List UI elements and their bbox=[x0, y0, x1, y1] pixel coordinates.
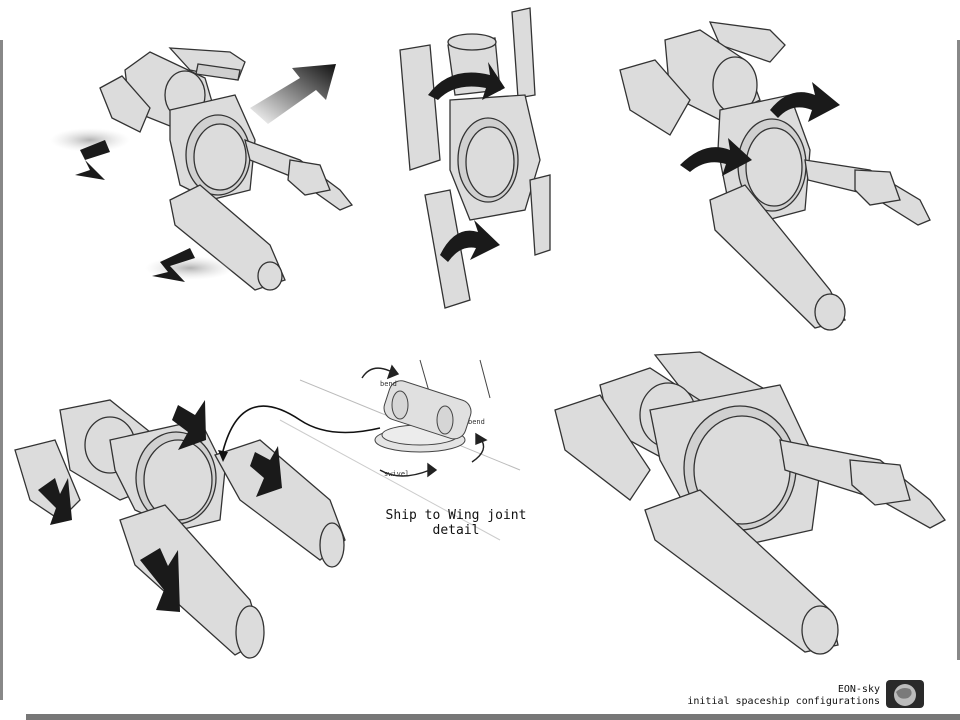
ship-sketch-open bbox=[619, 21, 931, 331]
sheet-footer: EON-sky initial spaceship configurations bbox=[687, 684, 880, 708]
label-bend-top: bend bbox=[380, 380, 397, 388]
sheet-left-edge bbox=[0, 40, 3, 700]
label-swivel: swivel bbox=[384, 470, 410, 478]
footer-project-name: EON-sky bbox=[837, 684, 880, 695]
bottom-bar bbox=[26, 714, 960, 720]
ship-sketch-folded bbox=[399, 7, 551, 309]
curved-arrow-icon bbox=[361, 364, 488, 478]
straight-arrow-icon bbox=[250, 64, 336, 124]
joint-detail-title-line1: Ship to Wing joint bbox=[385, 508, 527, 523]
straight-arrow-icon bbox=[75, 140, 195, 282]
wing-joint-detail bbox=[218, 359, 521, 541]
straight-arrow-icon bbox=[38, 400, 282, 612]
ship-sketch-wings-down bbox=[14, 399, 346, 659]
joint-detail-title-line2: detail bbox=[432, 523, 480, 538]
curved-arrow-icon bbox=[680, 82, 840, 176]
globe-emblem-icon bbox=[886, 680, 924, 708]
ship-sketch-thrust bbox=[50, 47, 354, 291]
sheet-right-edge bbox=[957, 40, 960, 660]
label-bend-right: bend bbox=[468, 418, 485, 426]
curved-arrow-icon bbox=[428, 62, 505, 262]
footer-subtitle: initial spaceship configurations bbox=[687, 696, 880, 707]
ship-sketch-final bbox=[554, 351, 946, 655]
joint-detail-caption: Ship to Wing joint detail bbox=[376, 508, 536, 538]
